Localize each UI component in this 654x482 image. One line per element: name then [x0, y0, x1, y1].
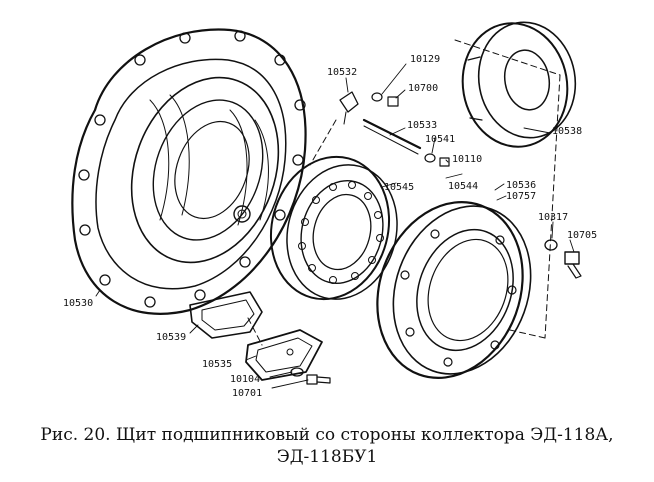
label-10533: 10533: [407, 120, 437, 131]
label-10701: 10701: [232, 388, 262, 399]
label-10110: 10110: [452, 154, 482, 165]
roller-bearing-10545: [269, 155, 398, 301]
part-labels: 10532 10129 10700 10538 10533 10541 1011…: [63, 54, 597, 399]
label-10530: 10530: [63, 298, 93, 309]
label-10705: 10705: [567, 230, 597, 241]
label-10317: 10317: [538, 212, 568, 223]
label-10536: 10536: [506, 180, 536, 191]
gasket-10539: [189, 291, 263, 339]
cover-plate-10535: [245, 329, 323, 381]
bearing-shield-housing: [71, 28, 307, 315]
bearing-cover-10536: [376, 201, 532, 379]
assembly-axis-lines: [247, 39, 561, 346]
label-10535: 10535: [202, 359, 232, 370]
bolt-10701: [306, 374, 331, 385]
label-10700: 10700: [408, 83, 438, 94]
figure-caption-line-2: ЭД-118БУ1: [276, 447, 378, 467]
washer-10129: [371, 92, 383, 102]
label-10129: 10129: [410, 54, 440, 65]
label-10104: 10104: [230, 374, 260, 385]
label-10545: 10545: [384, 182, 414, 193]
leader-lines: [95, 63, 575, 389]
label-10541: 10541: [425, 134, 455, 145]
bolt-10700: [387, 96, 399, 107]
washer-10541: [424, 153, 436, 163]
nut-10110: [439, 157, 450, 167]
cover-ring-10538: [461, 21, 577, 148]
label-10757: 10757: [506, 191, 536, 202]
clip-10532: [339, 91, 359, 125]
label-10544: 10544: [448, 181, 478, 192]
label-10538: 10538: [552, 126, 582, 137]
figure-caption-line-1: Рис. 20. Щит подшипниковый со стороны ко…: [40, 425, 614, 445]
bolt-10705: [564, 251, 582, 279]
label-10539: 10539: [156, 332, 186, 343]
washer-10317: [544, 239, 558, 251]
label-10532: 10532: [327, 67, 357, 78]
